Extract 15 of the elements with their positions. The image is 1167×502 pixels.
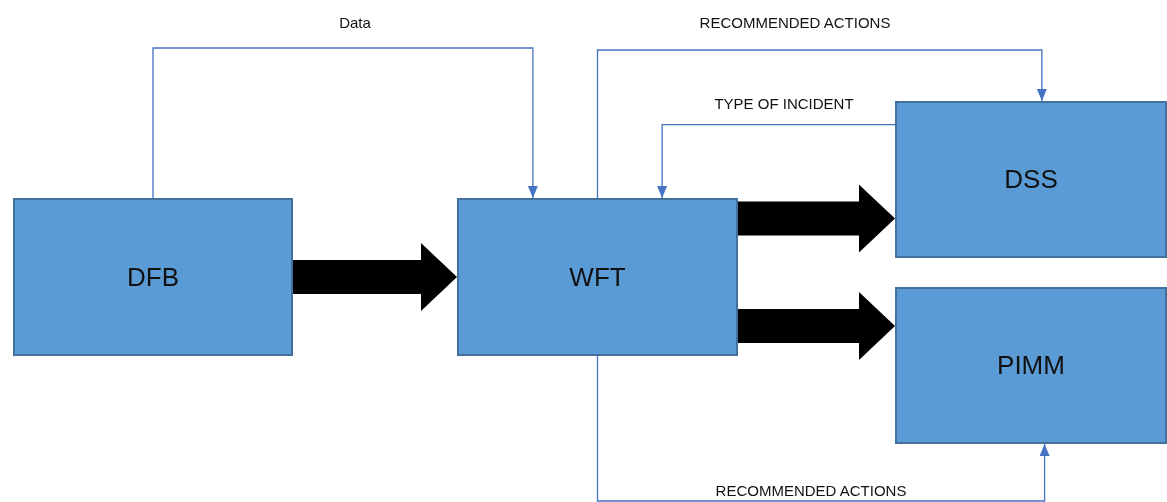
- node-label: PIMM: [997, 350, 1065, 381]
- arrow: [596, 49, 1047, 199]
- process-box: [13, 198, 293, 356]
- arrow: [152, 47, 538, 199]
- process-box: [895, 101, 1167, 258]
- block-arrow: [738, 184, 895, 253]
- block-arrow: [293, 243, 457, 311]
- process-box: [457, 198, 738, 356]
- arrow: [657, 123, 896, 199]
- block-arrow: [738, 292, 895, 360]
- node-label: WFT: [569, 261, 626, 293]
- node-label: DFB: [127, 261, 179, 293]
- node-label: DSS: [1004, 164, 1058, 195]
- arrow: [596, 355, 1050, 502]
- process-box: [895, 287, 1167, 444]
